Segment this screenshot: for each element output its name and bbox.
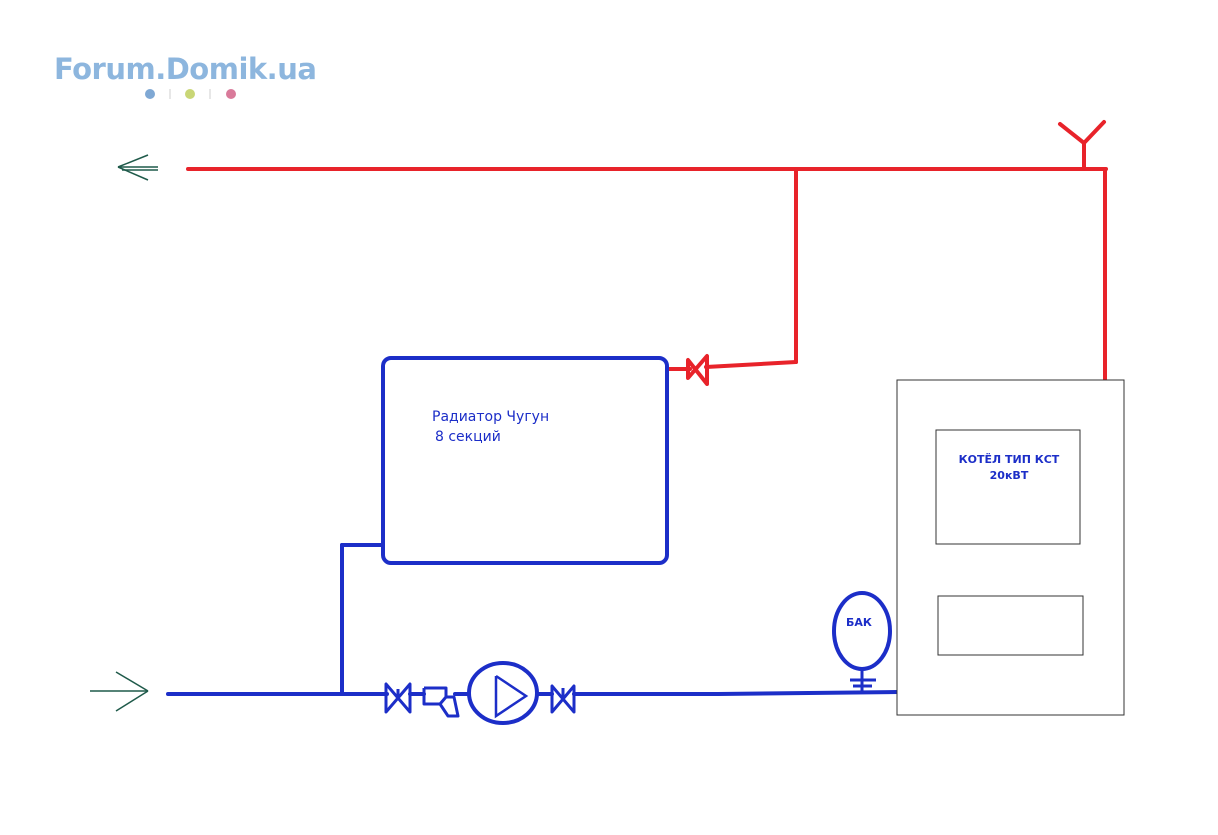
tank-label: БАК: [846, 616, 872, 629]
filter-icon[interactable]: [422, 686, 460, 718]
logo-dot-blue: [145, 89, 155, 99]
arrow-right-icon: [90, 671, 149, 712]
valve-icon[interactable]: [550, 684, 576, 714]
arrow-left-icon: [117, 154, 158, 181]
tank-connector: [850, 669, 876, 691]
return-pipes: [166, 543, 900, 696]
tank-body: [832, 591, 892, 671]
boiler-label-line1: КОТЁЛ ТИП КСТ: [959, 452, 1060, 466]
radiator-label-line1: Радиатор Чугун: [432, 409, 549, 425]
logo-dot-green: [185, 89, 195, 99]
logo-text: Forum.Domik.ua: [54, 52, 316, 86]
return-main-to-boiler: [716, 690, 900, 696]
radiator-label-line2: 8 секций: [435, 429, 501, 445]
boiler-label-line2: 20кВТ: [990, 469, 1029, 482]
boiler-firebox-door: [937, 595, 1084, 656]
pump-icon[interactable]: [467, 661, 539, 725]
forum-logo[interactable]: Forum.Domik.ua: [54, 52, 317, 99]
valve-icon[interactable]: [686, 354, 709, 386]
expansion-tank[interactable]: БАК: [832, 591, 892, 691]
boiler-top-panel: [935, 429, 1081, 545]
supply-pipes: [186, 167, 1108, 381]
air-vent-icon: [1058, 120, 1106, 171]
valve-icon[interactable]: [384, 682, 412, 714]
radiator[interactable]: Радиатор Чугун 8 секций: [381, 356, 669, 565]
boiler[interactable]: КОТЁЛ ТИП КСТ 20кВТ: [896, 379, 1125, 716]
radiator-body: [381, 356, 669, 565]
logo-dot-pink: [226, 89, 236, 99]
supply-branch-pipe: [704, 360, 798, 369]
